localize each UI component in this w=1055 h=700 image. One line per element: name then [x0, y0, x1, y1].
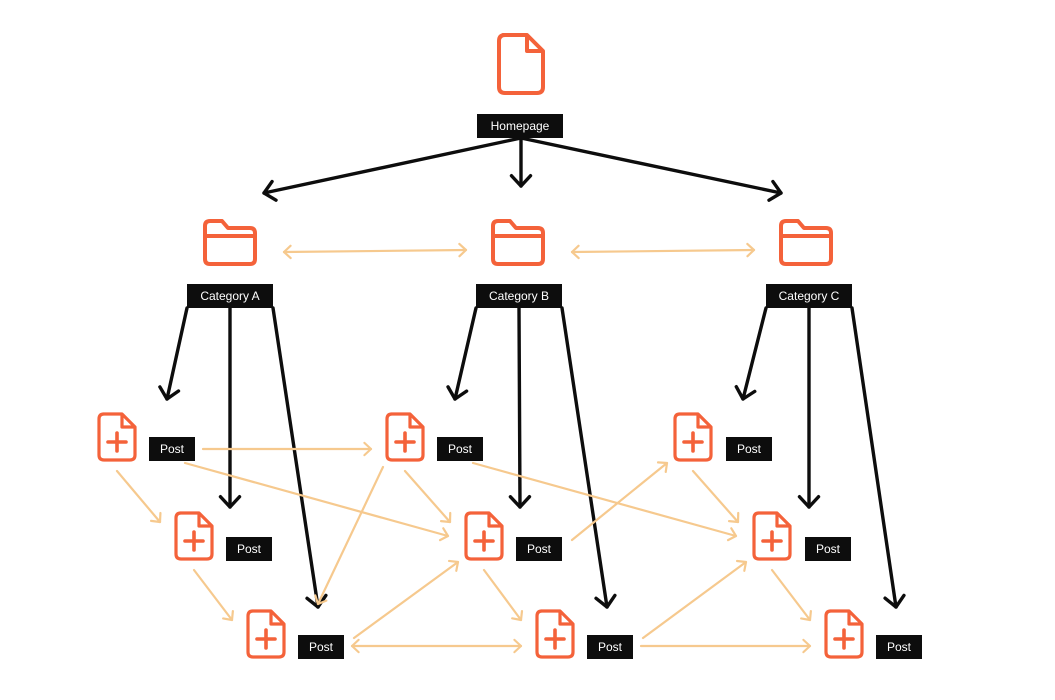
node-label: Post: [876, 635, 922, 659]
edge-line: [741, 306, 768, 401]
edge-line: [183, 461, 450, 538]
new-document-icon: [95, 411, 139, 463]
arrowhead: [363, 441, 373, 457]
arrowhead: [262, 179, 278, 202]
arrowhead: [447, 559, 460, 572]
node-label: Category A: [187, 284, 273, 308]
node-label: Post: [298, 635, 344, 659]
node-label: Category C: [766, 284, 852, 308]
arrowhead: [726, 527, 738, 542]
folder-icon: [488, 216, 548, 268]
new-document-icon: [383, 411, 427, 463]
new-document-icon: [244, 608, 288, 660]
arrowhead: [282, 244, 292, 260]
node-label: Post: [587, 635, 633, 659]
arrowhead: [727, 511, 740, 524]
arrowhead: [883, 593, 906, 609]
edge-line: [570, 461, 669, 542]
arrowhead: [305, 593, 328, 609]
edge-line: [560, 306, 609, 609]
edge-line: [115, 469, 162, 524]
arrowhead: [767, 179, 783, 202]
arrowhead: [746, 242, 756, 258]
arrowhead: [734, 385, 757, 401]
edge-line: [519, 136, 783, 195]
edge-line: [691, 469, 740, 524]
edge-line: [282, 248, 468, 254]
node-label: Post: [805, 537, 851, 561]
edge-line: [271, 306, 320, 609]
node-label: Post: [437, 437, 483, 461]
arrowhead: [800, 609, 812, 622]
new-document-icon: [172, 510, 216, 562]
arrowhead: [735, 559, 748, 572]
arrowhead: [570, 244, 580, 260]
arrowhead: [656, 461, 669, 474]
edge-line: [403, 469, 452, 524]
node-label: Homepage: [477, 114, 563, 138]
new-document-icon: [671, 411, 715, 463]
arrowhead: [508, 494, 532, 509]
arrowhead: [594, 593, 617, 609]
new-document-icon: [533, 608, 577, 660]
edge-line: [453, 306, 478, 401]
arrowhead: [438, 527, 450, 542]
arrowhead: [149, 511, 162, 524]
node-label: Post: [226, 537, 272, 561]
arrowhead: [350, 638, 360, 654]
node-label: Post: [149, 437, 195, 461]
edge-line: [770, 568, 812, 622]
new-document-icon: [822, 608, 866, 660]
edge-line: [471, 461, 738, 538]
edge-line: [165, 306, 189, 401]
document-icon: [493, 31, 549, 97]
arrowhead: [511, 609, 524, 622]
folder-icon: [776, 216, 836, 268]
arrowhead: [218, 495, 242, 509]
node-label: Post: [516, 537, 562, 561]
edge-line: [641, 560, 748, 640]
edge-line: [262, 136, 523, 195]
edge-line: [517, 306, 522, 509]
node-label: Category B: [476, 284, 562, 308]
edge-line: [352, 560, 460, 640]
new-document-icon: [750, 510, 794, 562]
new-document-icon: [462, 510, 506, 562]
arrowhead: [802, 638, 812, 654]
edge-line: [482, 568, 523, 622]
arrowhead: [797, 495, 821, 509]
edge-line: [850, 306, 898, 609]
edge-line: [316, 465, 385, 606]
arrowhead: [458, 242, 468, 258]
arrowhead: [439, 511, 452, 524]
folder-icon: [200, 216, 260, 268]
arrowhead: [222, 609, 234, 622]
arrowhead: [446, 385, 469, 401]
arrowhead: [513, 638, 523, 654]
arrowhead: [509, 174, 533, 188]
arrowhead: [158, 385, 181, 401]
edge-line: [192, 568, 234, 622]
edge-line: [570, 248, 756, 254]
node-label: Post: [726, 437, 772, 461]
arrowhead: [314, 594, 328, 606]
